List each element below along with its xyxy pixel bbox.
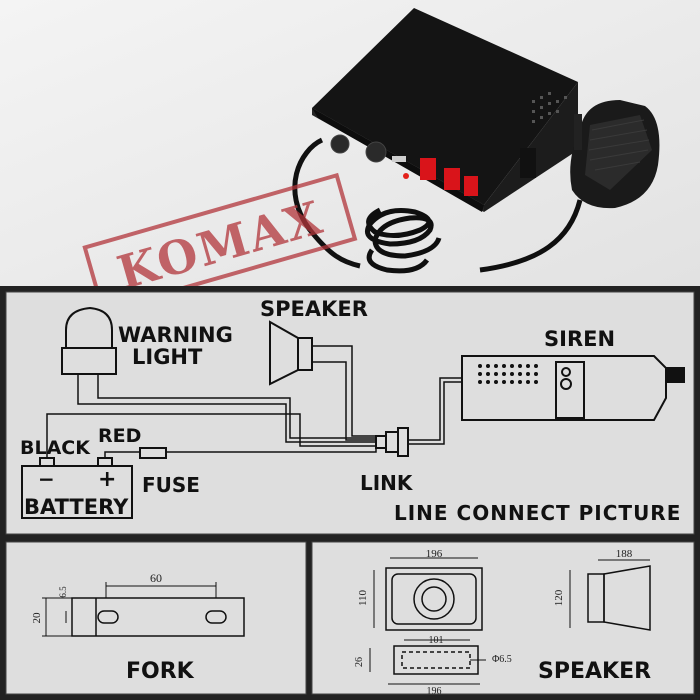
speaker-base-width: 101 (429, 635, 444, 646)
battery-label: BATTERY (24, 495, 129, 519)
fuse-icon (139, 447, 167, 459)
speaker-base-outer: 196 (427, 686, 442, 697)
fork-title: FORK (126, 659, 195, 684)
speaker-icon (269, 320, 313, 386)
link-connector-icon (375, 427, 409, 457)
speaker-side-height: 120 (553, 589, 565, 606)
siren-vent-dots (478, 364, 538, 384)
speaker-front-height: 110 (357, 589, 369, 606)
red-wire-label: RED (98, 425, 141, 447)
speaker-base-height: 26 (354, 657, 365, 667)
speaker-label: SPEAKER (260, 297, 368, 321)
wiring-diagram-panel: WARNING LIGHT SPEAKER SIREN − + (5, 291, 695, 535)
speaker-dimension-title: SPEAKER (538, 659, 651, 684)
fork-height-dimension: 20 (31, 612, 43, 624)
speaker-hole-dia: Φ6.5 (492, 654, 512, 665)
warning-light-icon (61, 306, 117, 375)
speaker-front-width: 196 (426, 548, 443, 560)
fork-hole-dimension: 6.5 (58, 586, 68, 598)
speaker-front-view (373, 557, 483, 631)
speaker-base-view (369, 639, 486, 685)
fork-bracket-drawing (42, 582, 245, 637)
battery-minus: − (38, 467, 55, 491)
speaker-side-view (569, 559, 651, 631)
coiled-cord (365, 199, 583, 274)
warning-light-label-2: LIGHT (132, 345, 203, 369)
wiring-lines (46, 345, 462, 458)
microphone (570, 100, 660, 209)
battery-plus: + (98, 467, 116, 492)
black-wire-label: BLACK (20, 437, 91, 459)
fuse-label: FUSE (142, 473, 200, 497)
speaker-dimension-panel: 196 110 101 196 26 Φ6.5 188 120 SPEAKER (311, 541, 695, 697)
fork-length-dimension: 60 (150, 571, 162, 585)
siren-unit-icon (461, 355, 685, 421)
warning-light-label: WARNING (118, 323, 233, 347)
siren-label: SIREN (544, 327, 615, 351)
product-photo: KOMAX (0, 0, 700, 314)
link-label: LINK (360, 471, 414, 495)
diagram-caption: LINE CONNECT PICTURE (394, 501, 681, 525)
fork-dimension-panel: 60 20 6.5 FORK (5, 541, 307, 695)
speaker-side-width: 188 (616, 548, 633, 560)
siren-amplifier-box (312, 8, 578, 212)
